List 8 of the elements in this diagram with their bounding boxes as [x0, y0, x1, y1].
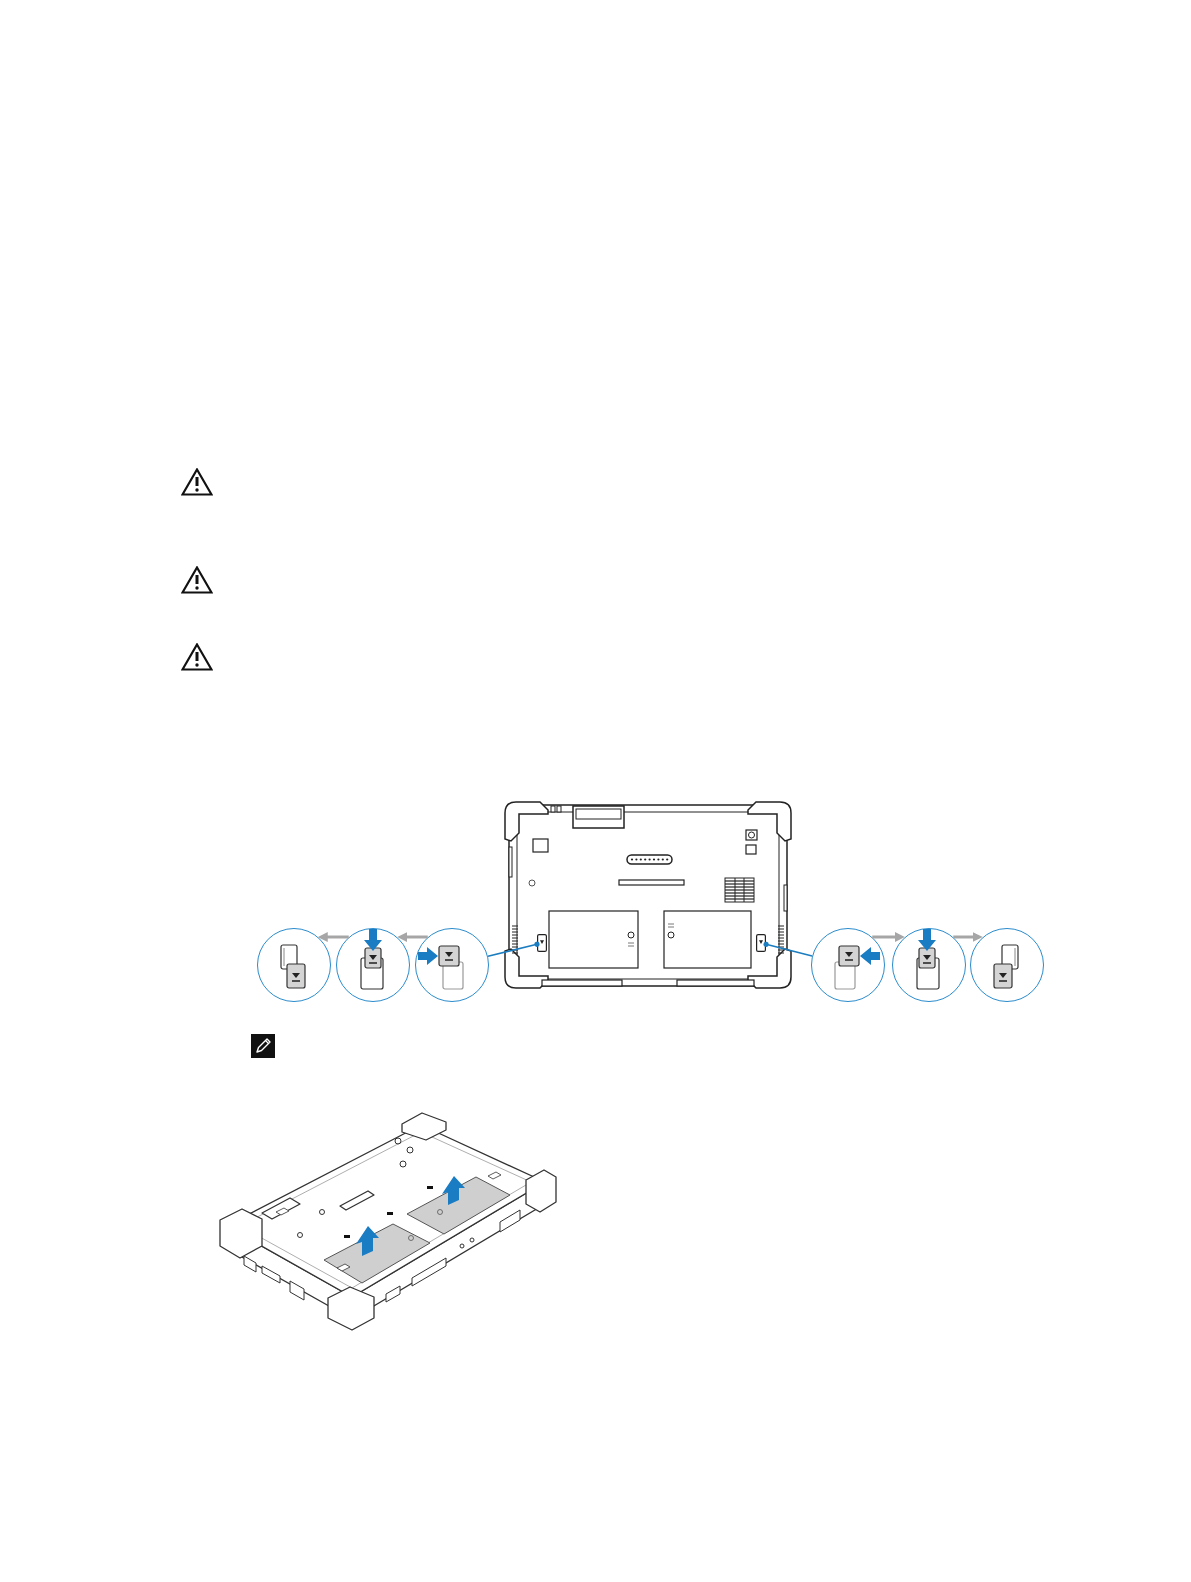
arrow	[317, 932, 349, 942]
leader-line	[487, 941, 540, 957]
arrow	[872, 932, 905, 942]
latch	[756, 934, 766, 952]
arrow	[397, 932, 428, 942]
latch	[537, 934, 547, 952]
arrow	[953, 932, 983, 942]
leader-line	[763, 941, 813, 957]
